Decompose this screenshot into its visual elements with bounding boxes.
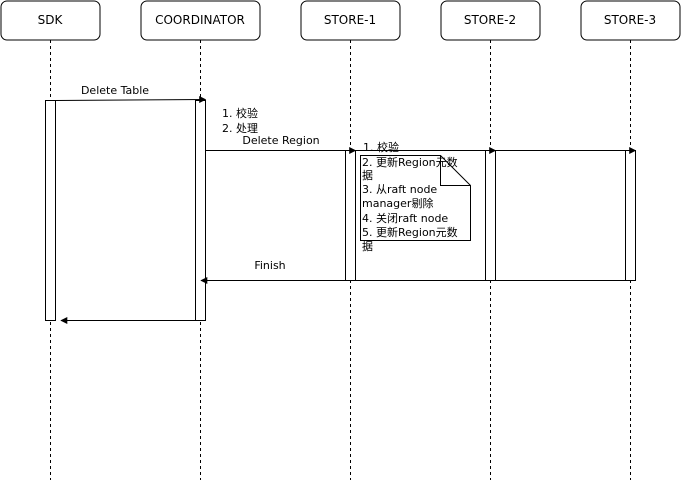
activation-store-1 xyxy=(345,150,356,281)
message-finish-label: Finish xyxy=(254,259,285,272)
message-delete-region-label: Delete Region xyxy=(242,134,319,147)
participant-store-1: STORE-1 xyxy=(300,0,401,41)
coordinator-note: 1. 校验 2. 处理 xyxy=(222,106,258,135)
activation-sdk xyxy=(45,100,56,321)
activation-coordinator xyxy=(195,100,206,321)
store-note-line-2: 2. 更新Region元数 xyxy=(362,155,458,169)
activation-store-2 xyxy=(485,150,496,281)
message-delete-table: Delete Table xyxy=(55,84,207,104)
message-delete-region: Delete Region xyxy=(205,134,637,154)
participant-store-1-label: STORE-1 xyxy=(324,13,376,27)
store-note-line-8: 据 xyxy=(362,239,373,253)
store-note-line-6: 4. 关闭raft node xyxy=(362,211,448,225)
store-note-line-5: manager剔除 xyxy=(362,196,433,210)
participant-coordinator-label: COORDINATOR xyxy=(155,13,245,27)
activation-store-3 xyxy=(625,150,636,281)
participant-store-2-label: STORE-2 xyxy=(464,13,516,27)
participant-sdk: SDK xyxy=(0,0,101,41)
participant-store-3: STORE-3 xyxy=(580,0,681,41)
store-note-line-7: 5. 更新Region元数 xyxy=(362,225,458,239)
store-note-line-3: 据 xyxy=(362,168,373,182)
message-finish: Finish xyxy=(200,259,636,284)
coordinator-note-line-2: 2. 处理 xyxy=(222,122,258,135)
store-note: 1. 校验 2. 更新Region元数 据 3. 从raft node mana… xyxy=(360,140,471,253)
participant-coordinator: COORDINATOR xyxy=(140,0,261,41)
participant-sdk-label: SDK xyxy=(38,13,64,27)
participant-store-2: STORE-2 xyxy=(440,0,541,41)
coordinator-note-line-1: 1. 校验 xyxy=(222,106,258,120)
participant-store-3-label: STORE-3 xyxy=(604,13,656,27)
message-delete-table-label: Delete Table xyxy=(81,84,149,97)
store-note-line-4: 3. 从raft node xyxy=(362,183,437,196)
store-note-line-1: 1. 校验 xyxy=(363,140,399,154)
